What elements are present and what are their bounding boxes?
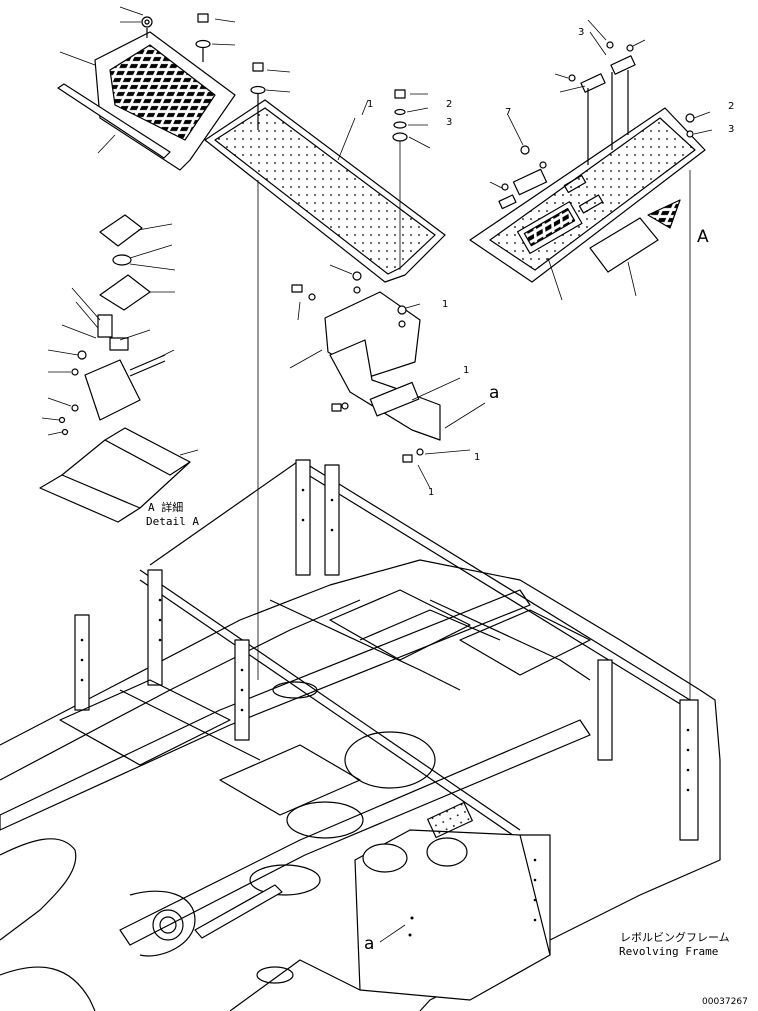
drawing-number: 00037267 bbox=[702, 997, 748, 1007]
callout-number: 1 bbox=[428, 487, 435, 498]
floor-plate-right bbox=[469, 107, 706, 283]
leader-lines-right bbox=[489, 19, 713, 301]
detail-a-assembly bbox=[39, 214, 191, 523]
frame-bolt-dots bbox=[80, 488, 690, 937]
revolving-frame bbox=[0, 459, 721, 1011]
callout-a-upper: A bbox=[697, 227, 709, 247]
callout-number: 1 bbox=[367, 99, 374, 110]
leader-lines-center-bracket bbox=[289, 264, 486, 489]
leader-lines-detail-a bbox=[41, 223, 199, 456]
callout-a-lower-top: a bbox=[489, 383, 500, 403]
callout-number: 2 bbox=[728, 101, 735, 112]
callout-number: 3 bbox=[578, 27, 585, 38]
callout-number: 1 bbox=[463, 365, 470, 376]
callout-number: 7 bbox=[505, 107, 512, 118]
detail-title-jp: A 詳細 bbox=[148, 501, 184, 514]
frame-title-jp: レボルビングフレーム bbox=[620, 931, 730, 944]
callout-a-lower-bottom: a bbox=[364, 934, 375, 954]
leader-lines-center bbox=[406, 93, 431, 149]
guide-lines bbox=[257, 140, 691, 700]
hinge-brackets-right bbox=[498, 41, 695, 210]
callout-number: 1 bbox=[442, 299, 449, 310]
floor-plate-perforated bbox=[204, 99, 446, 283]
callout-number: 3 bbox=[728, 124, 735, 135]
bolt-stack-top-left bbox=[141, 13, 266, 130]
frame-title-en: Revolving Frame bbox=[619, 945, 719, 958]
floor-plate-left bbox=[57, 31, 236, 171]
callout-number: 1 bbox=[474, 452, 481, 463]
callout-number: 3 bbox=[446, 117, 453, 128]
center-bracket bbox=[291, 271, 441, 463]
callout-number: 2 bbox=[446, 99, 453, 110]
leader-lines-top-left bbox=[59, 6, 369, 161]
leader-line-a-bottom bbox=[379, 924, 406, 943]
detail-title-en: Detail A bbox=[146, 515, 199, 528]
bolt-stack-center bbox=[392, 89, 408, 142]
